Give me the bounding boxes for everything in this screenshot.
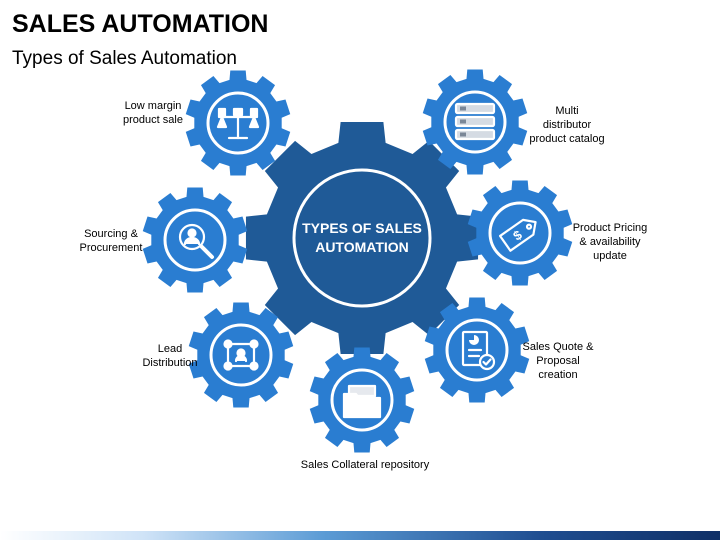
network-icon — [223, 339, 259, 371]
bottom-accent-bar — [0, 531, 720, 540]
label-multi-distributor-catalog: Multi distributor product catalog — [529, 105, 605, 145]
page-subtitle: Types of Sales Automation — [12, 48, 237, 69]
label-lead-distribution: Lead Distribution — [142, 343, 198, 369]
page-title: SALES AUTOMATION — [12, 10, 269, 38]
center-gear-label: TYPES OF SALES AUTOMATION — [302, 220, 422, 255]
label-sourcing-procurement: Sourcing & Procurement — [79, 228, 143, 254]
folder-icon — [342, 384, 382, 419]
center-gear — [245, 121, 479, 355]
scales-icon — [216, 107, 260, 140]
gear-product-pricing — [467, 180, 573, 286]
catalog-icon — [454, 102, 496, 141]
search-person-icon — [178, 223, 214, 259]
label-sales-quote: Sales Quote & Proposal creation — [522, 341, 594, 381]
document-check-icon — [461, 330, 496, 371]
label-low-margin-product-sale: Low margin product sale — [123, 100, 183, 126]
label-product-pricing: Product Pricing & availability update — [572, 222, 648, 262]
label-sales-collateral: Sales Collateral repository — [300, 459, 430, 471]
